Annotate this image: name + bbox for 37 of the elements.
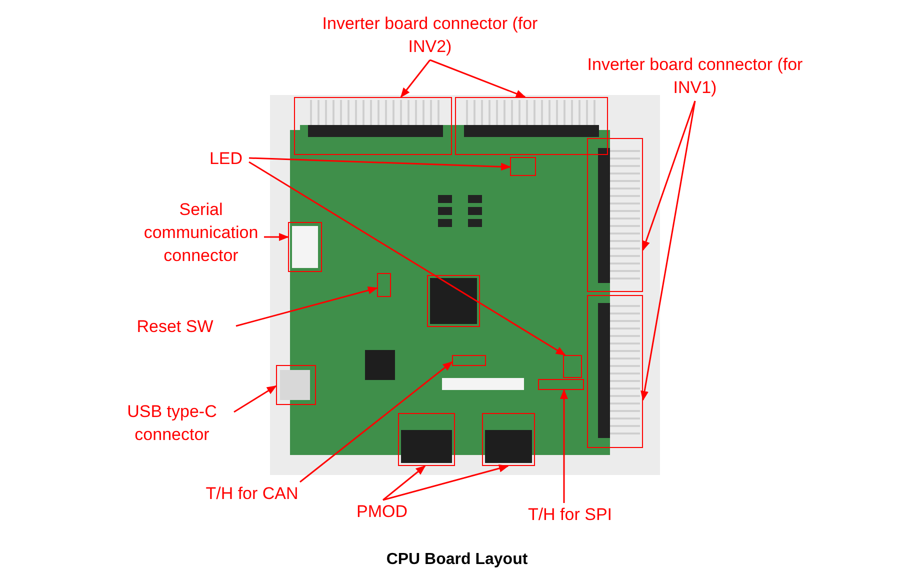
callout-label: T/H for CAN — [190, 482, 314, 505]
highlight-box — [538, 379, 584, 390]
leader-line — [560, 389, 568, 503]
highlight-box — [452, 355, 486, 366]
callout-label: T/H for SPI — [512, 503, 628, 526]
leader-line — [234, 385, 277, 413]
leader-line — [248, 161, 566, 356]
leader-line — [642, 100, 696, 251]
highlight-box — [398, 413, 455, 466]
highlight-box — [482, 413, 535, 466]
highlight-box — [587, 138, 643, 292]
highlight-box — [427, 275, 480, 327]
caption: CPU Board Layout — [385, 551, 529, 569]
callout-label: USB type-C connector — [108, 400, 236, 446]
callout-label: PMOD — [350, 500, 414, 523]
leader-line — [248, 157, 511, 171]
callout-label: Inverter board connector (for INV2) — [318, 12, 542, 58]
callout-label: Inverter board connector (for INV1) — [583, 53, 807, 99]
leader-line — [264, 233, 289, 241]
leader-line — [382, 465, 426, 501]
highlight-box — [510, 157, 536, 176]
highlight-box — [294, 97, 452, 155]
leader-line — [236, 286, 378, 327]
highlight-box — [288, 222, 322, 272]
highlight-box — [455, 97, 608, 155]
leader-line — [640, 100, 696, 401]
callout-label: Reset SW — [114, 315, 236, 338]
highlight-box — [563, 355, 582, 378]
callout-label: LED — [203, 147, 249, 170]
highlight-box — [377, 273, 391, 297]
leader-line — [430, 59, 526, 98]
callout-label: Serial communication connector — [138, 198, 264, 267]
leader-line — [382, 464, 509, 501]
highlight-box — [587, 295, 643, 448]
highlight-box — [276, 365, 316, 405]
leader-line — [400, 60, 431, 98]
leader-line — [300, 361, 453, 483]
